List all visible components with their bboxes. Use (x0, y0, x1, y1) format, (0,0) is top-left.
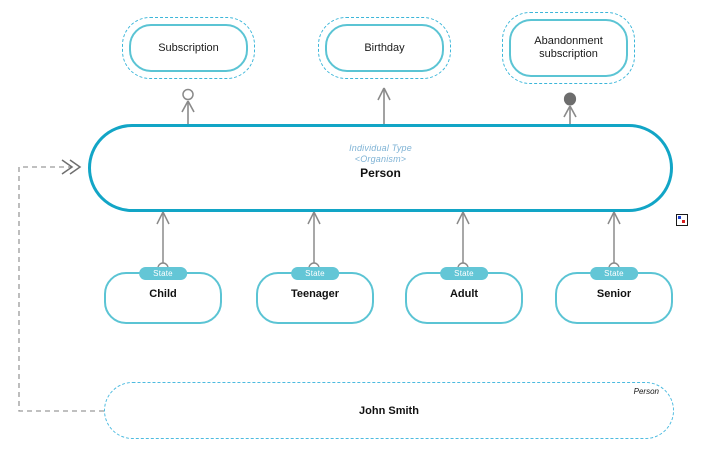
state-node-teenager-label: Teenager (290, 288, 340, 300)
state-node-teenager-badge: State (291, 267, 339, 280)
state-node-adult-label: Adult (449, 288, 479, 300)
connector-john-smith-to-person (18, 159, 104, 412)
connector-senior-to-person (607, 211, 621, 274)
connector-teenager-to-person (307, 211, 321, 274)
individual-node-john-smith-label: John Smith (359, 404, 419, 417)
individual-node-john-smith-type: Person (633, 387, 659, 396)
state-node-child[interactable]: State Child (104, 267, 222, 324)
connector-person-to-birthday (377, 87, 391, 124)
event-node-abandonment-subscription-inner: Abandonment subscription (509, 19, 628, 77)
person-node-text: Individual Type <Organism> Person (91, 143, 670, 181)
person-node-meta-type: Individual Type (349, 143, 412, 153)
state-node-senior-label: Senior (596, 288, 632, 300)
individual-node-john-smith[interactable]: Person John Smith (104, 382, 674, 439)
state-node-senior-badge: State (590, 267, 638, 280)
person-node-meta-stereotype: <Organism> (354, 154, 407, 164)
event-node-subscription-inner: Subscription (129, 24, 248, 72)
state-node-child-label: Child (149, 288, 177, 300)
connector-person-to-subscription (181, 88, 195, 124)
event-node-birthday-inner: Birthday (325, 24, 444, 72)
person-node-name: Person (360, 166, 401, 180)
state-node-adult[interactable]: State Adult (405, 267, 523, 324)
connector-child-to-person (156, 211, 170, 274)
event-node-abandonment-subscription-label: Abandonment subscription (534, 35, 603, 60)
event-node-abandonment-subscription[interactable]: Abandonment subscription (502, 12, 635, 84)
connector-person-to-abandonment (563, 92, 577, 124)
state-node-senior[interactable]: State Senior (555, 267, 673, 324)
connector-adult-to-person (456, 211, 470, 274)
state-node-teenager[interactable]: State Teenager (256, 267, 374, 324)
image-placeholder-icon[interactable] (676, 214, 688, 226)
state-node-child-badge: State (139, 267, 187, 280)
individual-type-node-person[interactable]: Individual Type <Organism> Person (88, 124, 673, 212)
event-node-birthday[interactable]: Birthday (318, 17, 451, 79)
event-node-subscription-label: Subscription (158, 41, 219, 54)
state-node-adult-badge: State (440, 267, 488, 280)
event-node-subscription[interactable]: Subscription (122, 17, 255, 79)
event-node-birthday-label: Birthday (364, 41, 405, 54)
